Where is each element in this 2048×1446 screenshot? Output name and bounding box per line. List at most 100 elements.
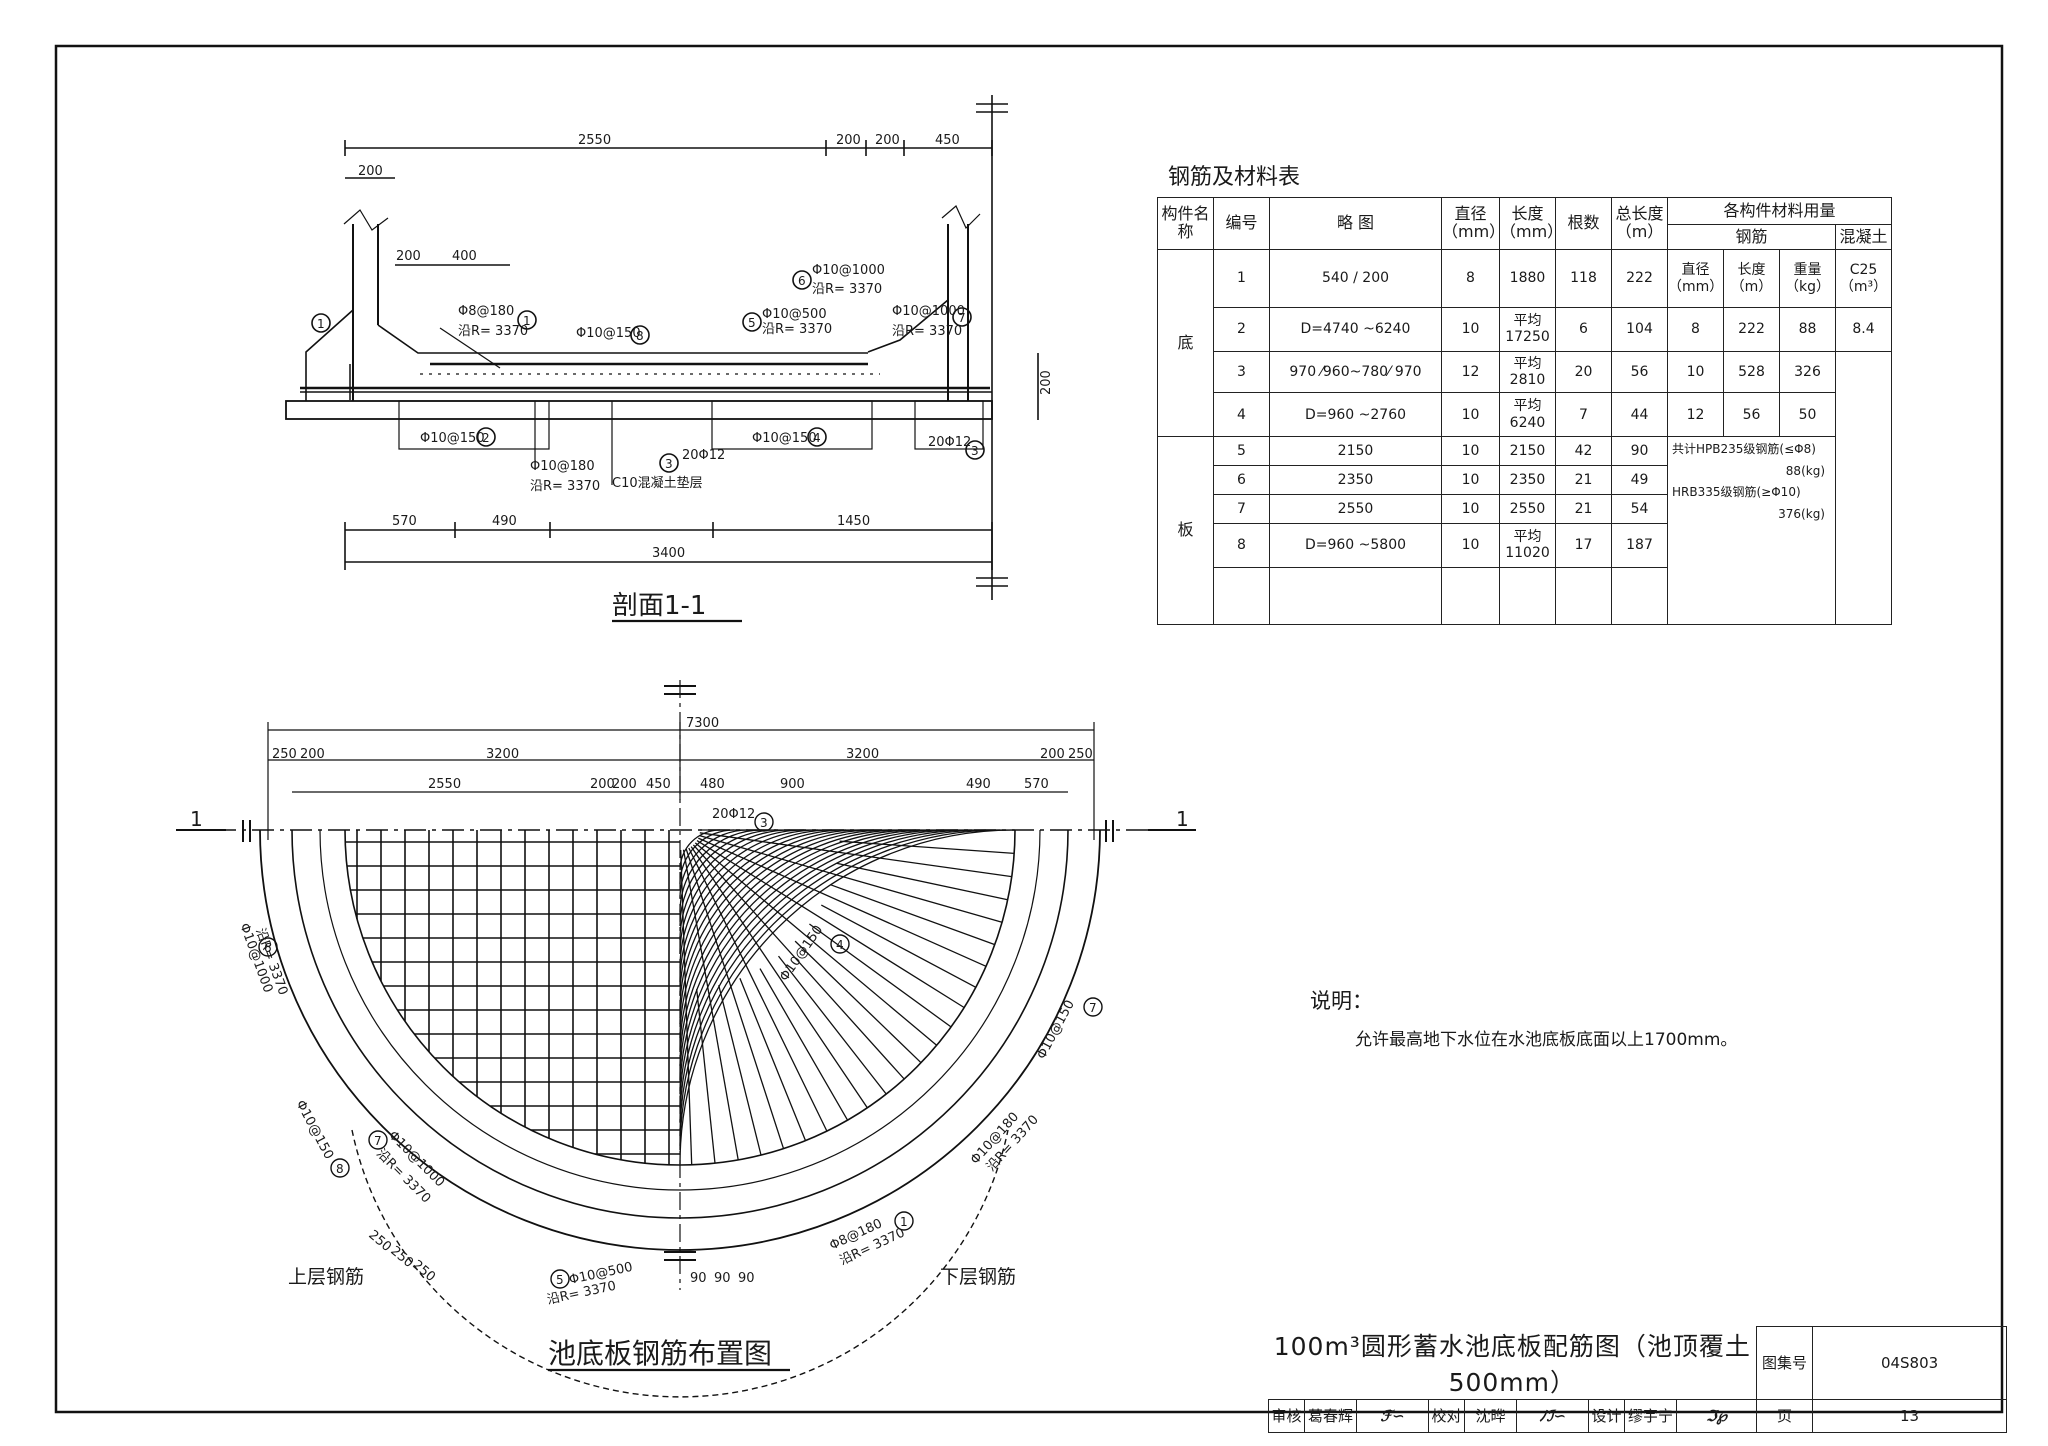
row-sketch: D=960 ~5800 <box>1269 523 1442 568</box>
row-no: 6 <box>1213 464 1270 496</box>
plan-l8: Φ10@150 <box>292 1098 336 1162</box>
lower-rebar-radial <box>777 955 887 1095</box>
plan-drawing <box>176 680 1196 1398</box>
check-label: 校对 <box>1428 1398 1465 1433</box>
row-no: 3 <box>1213 350 1270 394</box>
notes-text: 允许最高地下水位在水池底板底面以上1700mm。 <box>1355 1030 1737 1050</box>
dim-200a: 200 <box>836 133 861 148</box>
summary-hpb-kg: 88(kg) <box>1785 463 1825 478</box>
callout-c7b: 沿R= 3370 <box>892 324 962 339</box>
th-usage: 各构件材料用量 <box>1666 197 1893 225</box>
row-len: 平均 2810 <box>1499 350 1556 394</box>
row-dia: 10 <box>1441 523 1500 568</box>
row-dia: 10 <box>1441 494 1500 525</box>
th-s-dia: 直径（mm） <box>1667 248 1724 309</box>
row-count: 42 <box>1555 435 1612 466</box>
row-len: 平均 11020 <box>1499 523 1556 568</box>
row-total: 187 <box>1611 523 1668 568</box>
concrete-empty <box>1834 350 1893 626</box>
plan-dim-450: 450 <box>646 777 671 792</box>
lower-rebar-radial <box>718 985 762 1156</box>
usage-dia: 10 <box>1667 350 1724 394</box>
usage-len: 528 <box>1723 350 1780 394</box>
marker-1b: 1 <box>523 314 531 328</box>
row-total: 222 <box>1611 248 1668 309</box>
usage-wt: 326 <box>1779 350 1836 394</box>
th-s-len: 长度（m） <box>1723 248 1780 309</box>
lower-rebar-radial <box>836 862 1008 901</box>
th-name: 构件名称 <box>1157 197 1214 250</box>
plan-marker-5: 5 <box>556 1273 564 1287</box>
lower-rebar-radial <box>820 904 977 988</box>
atlas-label: 图集号 <box>1756 1326 1814 1400</box>
reviewer-signature: ℱ∽ <box>1356 1398 1429 1433</box>
plan-marker-6: 6 <box>264 941 272 955</box>
row-len: 2550 <box>1499 494 1556 525</box>
row-sketch: 540 / 200 <box>1269 248 1442 309</box>
review-label: 审核 <box>1268 1398 1305 1433</box>
usage-dia: 12 <box>1667 392 1724 437</box>
section-1-1 <box>285 95 1039 623</box>
row-count: 118 <box>1555 248 1612 309</box>
callout-c4: Φ10@150 <box>752 431 817 446</box>
lower-rebar-radial <box>699 832 1012 878</box>
th-steel: 钢筋 <box>1667 224 1836 250</box>
dim-3400: 3400 <box>652 546 685 561</box>
lower-rebar-radial <box>699 834 1003 923</box>
usage-wt: 50 <box>1779 392 1836 437</box>
design-label: 设计 <box>1588 1398 1625 1433</box>
plan-dim-250a: 250 <box>272 747 297 762</box>
callout-c1: Φ8@180 <box>458 304 514 319</box>
row-total: 104 <box>1611 307 1668 352</box>
th-sketch: 略 图 <box>1269 197 1442 250</box>
th-count: 根数 <box>1555 197 1612 250</box>
callout-c1lb: 沿R= 3370 <box>530 479 600 494</box>
row-dia: 8 <box>1441 248 1500 309</box>
callout-c3: 20Φ12 <box>682 448 725 463</box>
row-sketch: 970 ⁄960~780⁄ 970 <box>1269 350 1442 394</box>
lower-rebar-radial <box>830 884 996 946</box>
th-len: 长度（mm） <box>1499 197 1563 250</box>
callout-c5b: 沿R= 3370 <box>762 322 832 337</box>
row-sketch: 2550 <box>1269 494 1442 525</box>
th-total: 总长度（m） <box>1611 197 1668 250</box>
summary-hrb: HRB335级钢筋(≥Φ10) <box>1672 485 1801 500</box>
th-s-wt: 重量（kg） <box>1779 248 1836 309</box>
row-sketch: D=960 ~2760 <box>1269 392 1442 437</box>
plan-marker-7: 7 <box>374 1134 382 1148</box>
plan-b90c: 90 <box>738 1271 755 1286</box>
row-len: 平均 6240 <box>1499 392 1556 437</box>
checker-signature: ﾉℐ∽ <box>1516 1398 1589 1433</box>
lower-rebar-radial <box>739 978 807 1141</box>
th-dia: 直径（mm） <box>1441 197 1505 250</box>
plan-r7: Φ10@150 <box>1034 998 1078 1062</box>
callout-c1b: 沿R= 3370 <box>458 324 528 339</box>
plan-dim-total: 7300 <box>686 716 719 731</box>
dim-490: 490 <box>492 514 517 529</box>
row-dia: 10 <box>1441 392 1500 437</box>
lower-rebar-radial <box>688 847 828 1132</box>
plan-dim-480: 480 <box>700 777 725 792</box>
sheet-frame <box>54 44 2004 1414</box>
dim-inner-200: 200 <box>396 249 421 264</box>
row-count: 6 <box>1555 307 1612 352</box>
marker-1: 1 <box>317 317 325 331</box>
th-no: 编号 <box>1213 197 1270 250</box>
row-len: 2350 <box>1499 464 1556 496</box>
row-dia: 10 <box>1441 307 1500 352</box>
row-total: 49 <box>1611 464 1668 496</box>
row-total: 44 <box>1611 392 1668 437</box>
th-concrete: 混凝土 <box>1834 224 1893 250</box>
usage-len: 222 <box>1723 307 1780 352</box>
dim-2550: 2550 <box>578 133 611 148</box>
lower-rebar-radial <box>696 840 965 1009</box>
usage-len: 56 <box>1723 392 1780 437</box>
callout-c6b: 沿R= 3370 <box>812 282 882 297</box>
upper-rebar-grid <box>345 830 680 1165</box>
callout-c3r: 20Φ12 <box>928 435 971 450</box>
plan-text: 1 1 7300 250 200 3200 3200 200 250 2550 … <box>190 716 1189 1370</box>
plan-marker-7b: 7 <box>1089 1001 1097 1015</box>
dim-450: 450 <box>935 133 960 148</box>
row-len: 平均 17250 <box>1499 307 1556 352</box>
